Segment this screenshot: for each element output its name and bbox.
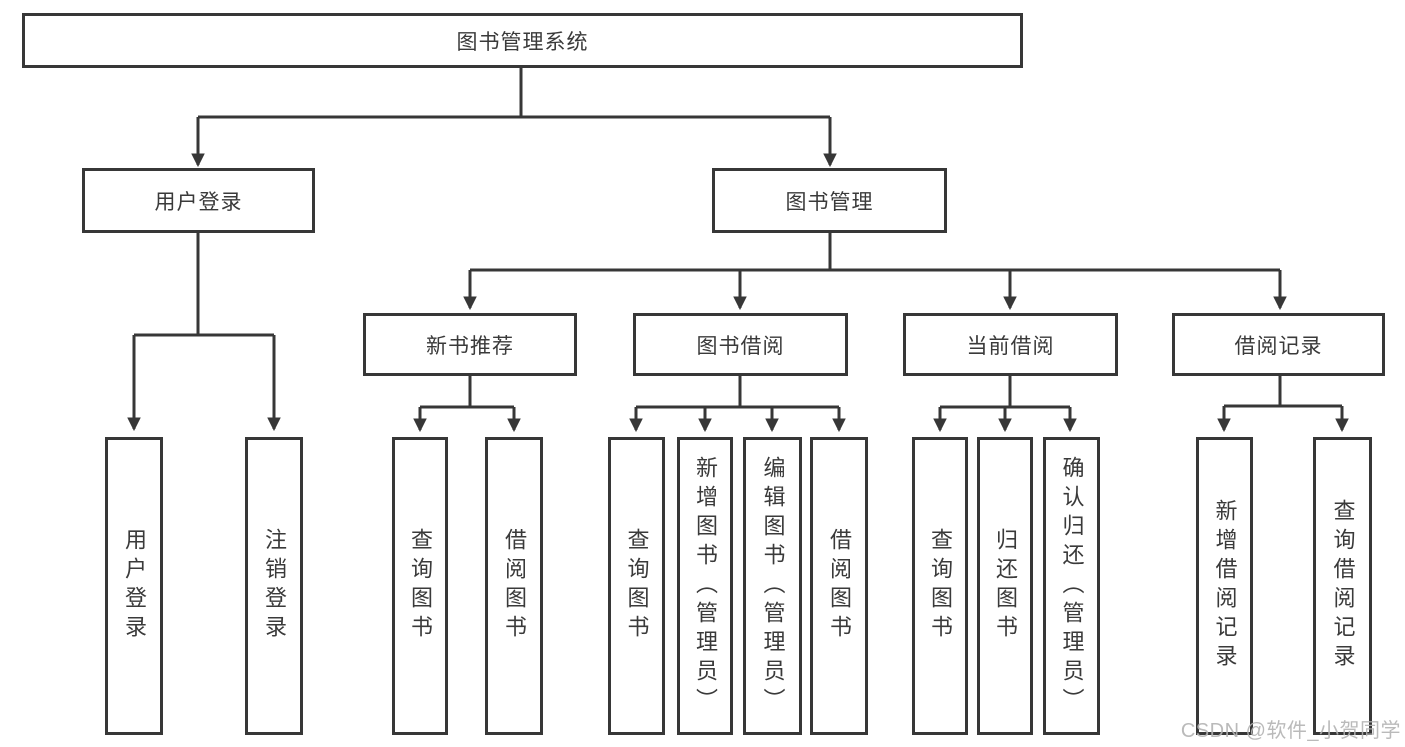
node-borrowing-records-label: 借阅记录 — [1234, 334, 1323, 358]
leaf-confirm-return-admin: 确认归还（管理员） — [1043, 437, 1100, 735]
node-user-login: 用户登录 — [82, 168, 315, 233]
leaf-add-book-admin: 新增图书（管理员） — [677, 437, 733, 735]
leaf-add-borrow-record: 新增借阅记录 — [1196, 437, 1253, 735]
node-root-label: 图书管理系统 — [456, 30, 589, 54]
leaf-query-books-2: 查询图书 — [608, 437, 665, 735]
leaf-return-books-label: 归还图书 — [993, 528, 1018, 644]
leaf-borrow-books-2: 借阅图书 — [810, 437, 868, 735]
leaf-query-books-3-label: 查询图书 — [928, 528, 953, 644]
node-root: 图书管理系统 — [22, 13, 1023, 68]
node-current-borrowing: 当前借阅 — [903, 313, 1118, 376]
node-book-borrowing: 图书借阅 — [633, 313, 848, 376]
leaf-logout-label: 注销登录 — [262, 528, 287, 644]
leaf-return-books: 归还图书 — [977, 437, 1033, 735]
leaf-user-login-label: 用户登录 — [122, 528, 147, 644]
leaf-user-login: 用户登录 — [105, 437, 163, 735]
leaf-query-borrow-record: 查询借阅记录 — [1313, 437, 1372, 735]
leaf-logout: 注销登录 — [245, 437, 303, 735]
node-book-management: 图书管理 — [712, 168, 947, 233]
leaf-query-books-2-label: 查询图书 — [624, 528, 650, 644]
node-new-book-recommend: 新书推荐 — [363, 313, 577, 376]
leaf-borrow-books-2-label: 借阅图书 — [827, 528, 852, 644]
node-current-borrowing-label: 当前借阅 — [966, 334, 1055, 358]
leaf-query-borrow-record-label: 查询借阅记录 — [1330, 499, 1356, 673]
leaf-add-borrow-record-label: 新增借阅记录 — [1212, 499, 1238, 673]
node-user-login-label: 用户登录 — [154, 190, 243, 214]
node-new-book-recommend-label: 新书推荐 — [426, 334, 514, 358]
leaf-query-books-3: 查询图书 — [912, 437, 968, 735]
leaf-edit-book-admin-label: 编辑图书（管理员） — [760, 455, 786, 717]
leaf-confirm-return-admin-label: 确认归还（管理员） — [1059, 455, 1085, 717]
node-book-borrowing-label: 图书借阅 — [696, 334, 785, 358]
leaf-add-book-admin-label: 新增图书（管理员） — [693, 455, 718, 717]
leaf-query-books-1: 查询图书 — [392, 437, 448, 735]
leaf-borrow-books-1-label: 借阅图书 — [502, 528, 527, 644]
node-borrowing-records: 借阅记录 — [1172, 313, 1385, 376]
leaf-edit-book-admin: 编辑图书（管理员） — [743, 437, 802, 735]
node-book-management-label: 图书管理 — [785, 190, 874, 214]
leaf-borrow-books-1: 借阅图书 — [485, 437, 543, 735]
csdn-watermark: CSDN @软件_小贺同学 — [1180, 720, 1401, 742]
leaf-query-books-1-label: 查询图书 — [408, 528, 433, 644]
